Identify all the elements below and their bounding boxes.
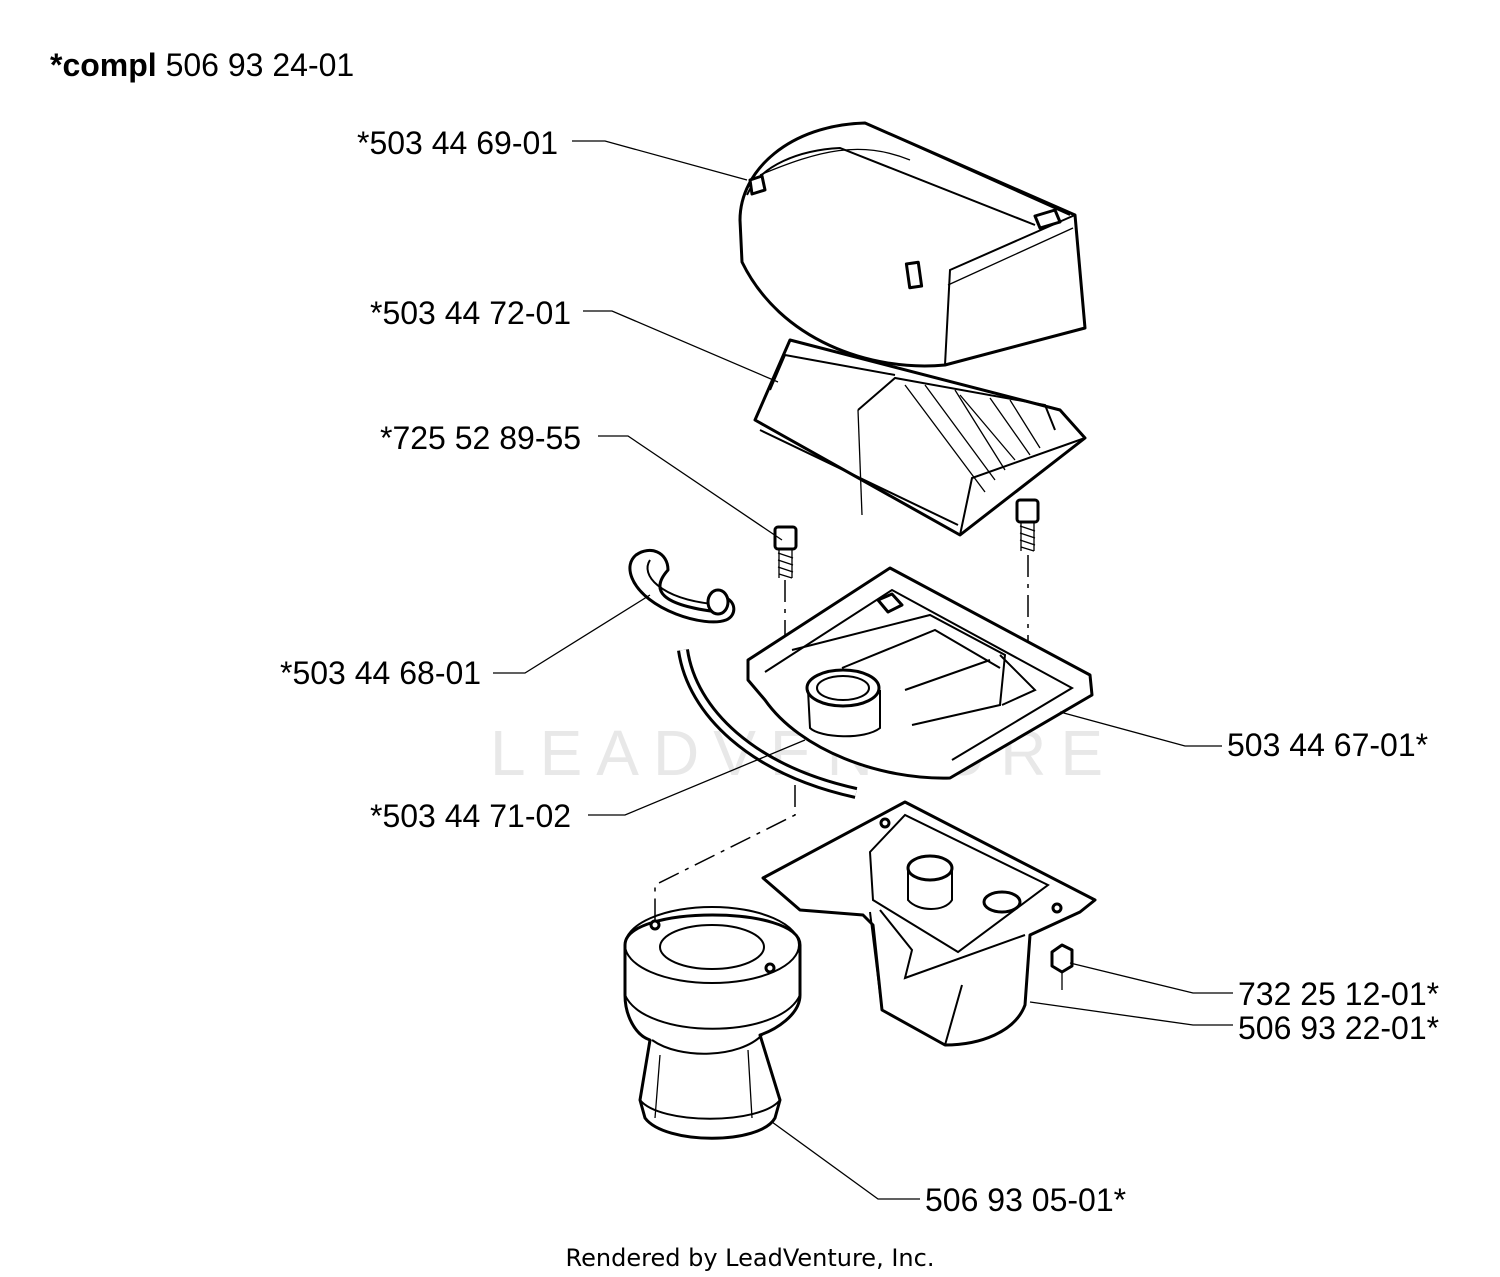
part-label-seal-strip[interactable]: *503 44 71-02 xyxy=(370,798,571,834)
part-label-clip[interactable]: *503 44 68-01 xyxy=(280,655,481,691)
cover-illustration[interactable] xyxy=(738,121,1087,368)
base-plate-illustration[interactable] xyxy=(761,800,1097,1047)
part-label-pre-filter[interactable]: 506 93 05-01* xyxy=(925,1182,1126,1218)
part-label-cover[interactable]: *503 44 69-01 xyxy=(357,125,558,161)
seal-strip-illustration[interactable] xyxy=(677,649,858,799)
assembly-prefix: *compl xyxy=(50,47,157,83)
part-label-screw[interactable]: *725 52 89-55 xyxy=(380,420,581,456)
filter-top-illustration[interactable] xyxy=(753,338,1087,537)
assembly-number: 506 93 24-01 xyxy=(166,47,355,83)
part-label-base-plate[interactable]: 506 93 22-01* xyxy=(1238,1010,1439,1046)
part-label-filter-holder[interactable]: 503 44 67-01* xyxy=(1227,727,1428,763)
part-label-nut[interactable]: 732 25 12-01* xyxy=(1238,976,1439,1012)
pre-filter-illustration[interactable] xyxy=(623,906,802,1140)
clip-illustration[interactable] xyxy=(628,549,736,624)
footer-credit: Rendered by LeadVenture, Inc. xyxy=(566,1244,935,1272)
assembly-title: *compl 506 93 24-01 xyxy=(50,47,354,83)
filter-holder-illustration[interactable] xyxy=(746,566,1094,780)
part-label-filter-top[interactable]: *503 44 72-01 xyxy=(370,295,571,331)
leader-lines xyxy=(493,140,1233,1200)
